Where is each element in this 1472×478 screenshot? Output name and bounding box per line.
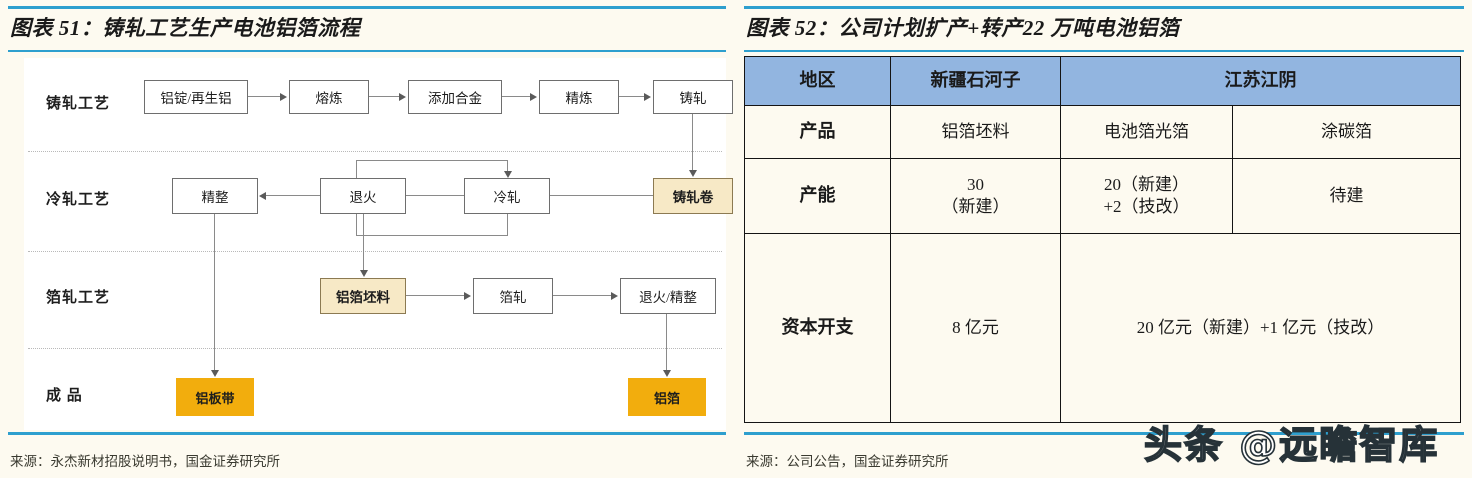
connector-v [214, 214, 216, 374]
node-casting-rolling[interactable]: 铸轧 [653, 80, 733, 114]
node-aluminum-foil[interactable]: 铝箔 [628, 378, 706, 416]
node-foil-rolling[interactable]: 箔轧 [473, 278, 553, 314]
arrow-left-icon [259, 192, 266, 200]
header-jiangsu: 江苏江阴 [1060, 56, 1461, 106]
connector-h [550, 195, 653, 197]
connector-h [406, 295, 466, 297]
cell-product-jiangyin-1: 电池箔光箔 [1060, 105, 1233, 159]
arrow-down-icon [360, 270, 368, 277]
loop-bottom-right [507, 214, 509, 236]
connector-h [248, 96, 282, 98]
loop-bottom [356, 235, 508, 237]
panel-top-rule [744, 6, 1464, 9]
connector-v [692, 114, 694, 174]
panel-title-rule [8, 50, 726, 52]
band-separator-2 [28, 251, 722, 252]
cell-product-jiangyin-2: 涂碳箔 [1232, 105, 1461, 159]
loop-bottom-left [356, 214, 358, 236]
arrow-down-icon [504, 171, 512, 178]
loop-top-left [356, 160, 358, 178]
panel-top-rule [8, 6, 726, 9]
capacity-plan-table: 地区 新疆石河子 江苏江阴 产品 铝箔坯料 电池箔光箔 涂碳箔 产能 30 （新… [744, 56, 1461, 423]
node-aluminum-ingot[interactable]: 铝锭/再生铝 [144, 80, 248, 114]
header-xinjiang: 新疆石河子 [890, 56, 1061, 106]
panel-bottom-rule [8, 432, 726, 435]
figure-51-panel: 图表 51：铸轧工艺生产电池铝箔流程 铸轧工艺 冷轧工艺 箔轧工艺 成 品 铝锭… [8, 0, 733, 478]
rowlabel-capacity: 产能 [744, 158, 891, 234]
arrow-down-icon [663, 370, 671, 377]
arrow-right-icon [280, 93, 287, 101]
band-separator-1 [28, 151, 722, 152]
cell-capacity-xinjiang: 30 （新建） [890, 158, 1061, 234]
row-label-casting: 铸轧工艺 [46, 96, 111, 112]
cell-capacity-jiangyin-1: 20（新建） +2（技改） [1060, 158, 1233, 234]
arrow-right-icon [464, 292, 471, 300]
header-region: 地区 [744, 56, 891, 106]
figure-51-source: 来源：永杰新材招股说明书，国金证券研究所 [10, 454, 280, 469]
band-separator-3 [28, 348, 722, 349]
cell-capex-jiangyin: 20 亿元（新建）+1 亿元（技改） [1060, 233, 1461, 423]
node-cold-rolling[interactable]: 冷轧 [464, 178, 550, 214]
connector-h [266, 195, 320, 197]
loop-top [356, 160, 508, 162]
node-cast-coil[interactable]: 铸轧卷 [653, 178, 733, 214]
figure-52-title: 图表 52：公司计划扩产+转产22 万吨电池铝箔 [746, 16, 1180, 40]
figure-52-panel: 图表 52：公司计划扩产+转产22 万吨电池铝箔 地区 新疆石河子 江苏江阴 产… [744, 0, 1464, 478]
connector-h [553, 295, 613, 297]
node-refining[interactable]: 精炼 [539, 80, 619, 114]
connector-h [369, 96, 401, 98]
table-row-capacity: 产能 30 （新建） 20（新建） +2（技改） 待建 [744, 158, 1461, 234]
row-label-cold-roll: 冷轧工艺 [46, 192, 111, 208]
panel-bottom-rule [744, 432, 1464, 435]
figure-51-title: 图表 51：铸轧工艺生产电池铝箔流程 [10, 16, 361, 40]
figure-52-source: 来源：公司公告，国金证券研究所 [746, 454, 949, 469]
arrow-right-icon [399, 93, 406, 101]
arrow-down-icon [211, 370, 219, 377]
node-melting[interactable]: 熔炼 [289, 80, 369, 114]
table-row-capex: 资本开支 8 亿元 20 亿元（新建）+1 亿元（技改） [744, 233, 1461, 423]
cell-capacity-jiangyin-2: 待建 [1232, 158, 1461, 234]
row-label-foil-roll: 箔轧工艺 [46, 290, 111, 306]
node-anneal-finish[interactable]: 退火/精整 [620, 278, 716, 314]
panel-title-rule [744, 50, 1464, 52]
arrow-down-icon [689, 170, 697, 177]
rowlabel-capex: 资本开支 [744, 233, 891, 423]
connector-v [666, 314, 668, 374]
loop-top-right [507, 160, 509, 174]
table-row-product: 产品 铝箔坯料 电池箔光箔 涂碳箔 [744, 105, 1461, 159]
connector-h [406, 195, 464, 197]
connector-h [619, 96, 646, 98]
cell-product-xinjiang: 铝箔坯料 [890, 105, 1061, 159]
arrow-right-icon [530, 93, 537, 101]
row-label-product: 成 品 [46, 388, 83, 404]
node-aluminum-strip[interactable]: 铝板带 [176, 378, 254, 416]
connector-h [502, 96, 532, 98]
arrow-right-icon [644, 93, 651, 101]
table-row-header: 地区 新疆石河子 江苏江阴 [744, 56, 1461, 106]
connector-v [363, 214, 365, 274]
node-annealing[interactable]: 退火 [320, 178, 406, 214]
arrow-right-icon [611, 292, 618, 300]
node-finishing[interactable]: 精整 [172, 178, 258, 214]
rowlabel-product: 产品 [744, 105, 891, 159]
cell-capex-xinjiang: 8 亿元 [890, 233, 1061, 423]
node-add-alloy[interactable]: 添加合金 [408, 80, 502, 114]
casting-rolling-flowchart: 铸轧工艺 冷轧工艺 箔轧工艺 成 品 铝锭/再生铝 熔炼 添加合金 精炼 铸轧 [16, 58, 733, 430]
node-foil-blank[interactable]: 铝箔坯料 [320, 278, 406, 314]
